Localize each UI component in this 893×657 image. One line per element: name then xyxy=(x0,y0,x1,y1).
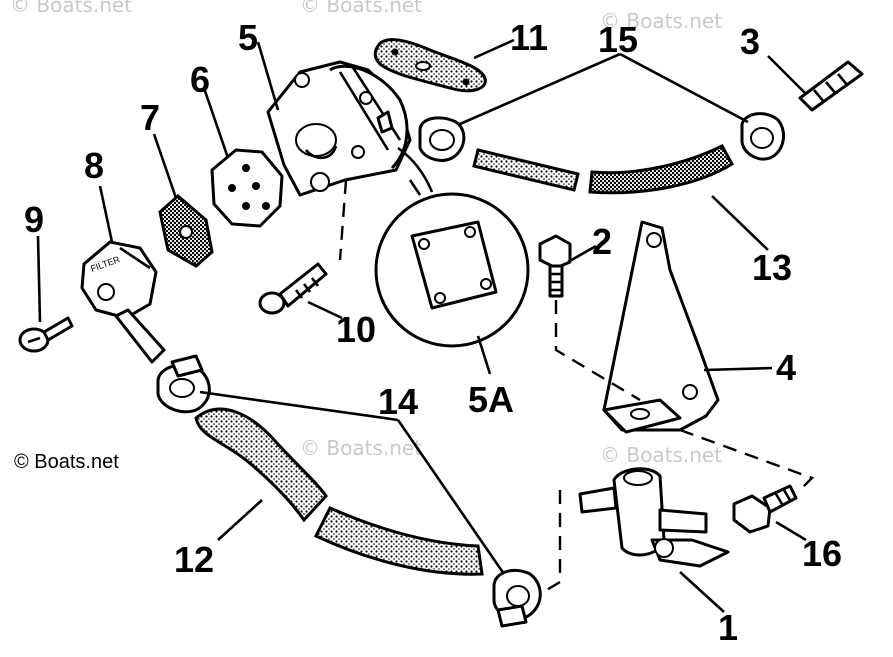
callout-12: 12 xyxy=(174,539,214,580)
part-15-clamp xyxy=(418,116,466,162)
callout-15: 15 xyxy=(598,19,638,60)
part-15-clamp xyxy=(740,112,786,161)
callout-7: 7 xyxy=(140,97,160,138)
part-9-screw xyxy=(18,316,74,353)
callout-8: 8 xyxy=(84,145,104,186)
part-14-clamp xyxy=(492,569,542,628)
watermark-text: © Boats.net xyxy=(10,0,132,17)
part-6-diaphragm xyxy=(210,148,284,228)
part-4-bracket xyxy=(602,220,720,434)
callout-5: 5 xyxy=(238,17,258,58)
watermark-text: © Boats.net xyxy=(300,436,422,460)
callout-6: 6 xyxy=(190,59,210,100)
alignment-dashes xyxy=(338,179,815,596)
boats-net-credit: © Boats.net xyxy=(14,451,119,473)
part-5-fuel-pump xyxy=(266,60,434,197)
part-3-hose-fitting xyxy=(798,60,864,112)
part-12-fuel-hose xyxy=(194,407,484,576)
callout-10: 10 xyxy=(336,309,376,350)
part-8-fuel-filter: FILTER xyxy=(80,240,166,364)
callout-1: 1 xyxy=(718,607,738,648)
part-1-fuel-valve xyxy=(578,467,730,568)
callouts: 5 6 7 8 9 11 15 3 2 13 10 4 5A 14 12 16 … xyxy=(24,17,842,648)
part-16-bolt xyxy=(732,484,798,534)
callout-4: 4 xyxy=(776,347,796,388)
callout-9: 9 xyxy=(24,199,44,240)
callout-11: 11 xyxy=(510,17,548,58)
callout-3: 3 xyxy=(740,21,760,62)
part-5a-detail-circle xyxy=(374,179,530,348)
callout-5a: 5A xyxy=(468,379,514,420)
part-11-gasket xyxy=(373,38,487,93)
watermark-text: © Boats.net xyxy=(300,0,422,17)
part-10-screw xyxy=(258,262,328,315)
part-2-bolt xyxy=(538,234,572,298)
watermarks: © Boats.net © Boats.net © Boats.net © Bo… xyxy=(10,0,722,467)
callout-13: 13 xyxy=(752,247,792,288)
watermark-text: © Boats.net xyxy=(600,9,722,33)
watermark-text: © Boats.net xyxy=(600,443,722,467)
part-7-gasket xyxy=(158,194,214,268)
part-13-fuel-hose xyxy=(472,144,735,195)
leader-lines xyxy=(36,38,807,613)
callout-14: 14 xyxy=(378,381,418,422)
callout-2: 2 xyxy=(592,221,612,262)
callout-16: 16 xyxy=(802,533,842,574)
part-14-clamp xyxy=(156,354,211,414)
